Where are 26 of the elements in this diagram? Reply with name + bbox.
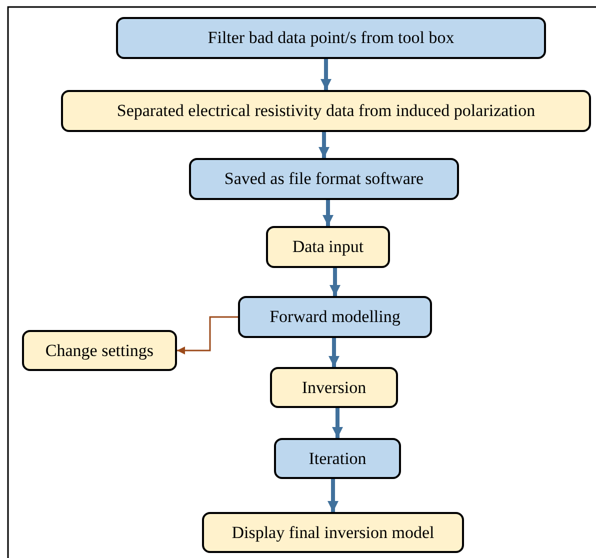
box-label: Saved as file format software: [224, 169, 424, 189]
arrow: [330, 268, 340, 296]
arrow: [320, 59, 332, 90]
process-box: [189, 158, 459, 200]
arrow: [328, 479, 338, 512]
process-box: [270, 367, 398, 408]
box-label: Separated electrical resistivity data from induced polarization: [116, 101, 536, 121]
box-label: Change settings: [45, 340, 154, 360]
box-label: Iteration: [308, 448, 366, 468]
process-box: [116, 17, 546, 59]
box-label: Data input: [292, 237, 364, 257]
process-box: [202, 512, 464, 553]
box-label: Inversion: [302, 378, 366, 398]
arrow: [332, 408, 343, 438]
arrow: [322, 200, 334, 226]
process-box: [22, 330, 177, 371]
arrow: [318, 132, 330, 158]
box-label: Filter bad data point/s from tool box: [208, 28, 454, 48]
process-box: [61, 90, 591, 132]
box-label: Forward modelling: [270, 307, 400, 327]
box-label: Display final inversion model: [232, 522, 434, 542]
process-box: [238, 296, 432, 338]
process-box: [266, 226, 390, 268]
arrow: [177, 316, 238, 354]
arrow: [328, 338, 340, 367]
process-box: [274, 438, 401, 479]
